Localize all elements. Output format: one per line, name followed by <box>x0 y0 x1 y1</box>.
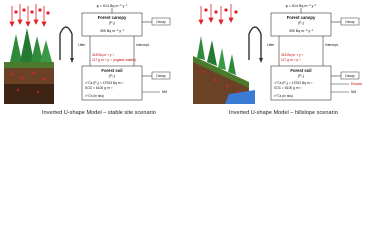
flux-value-1: 318 Bq m⁻² y⁻¹ <box>92 53 115 57</box>
slope-trees <box>197 36 236 75</box>
inverted-u-arrowhead <box>259 58 263 63</box>
canopy-decay-box <box>340 17 360 26</box>
nm-label: NM <box>162 90 167 94</box>
canopy-inventory: 395 Bq m⁻² y⁻¹ <box>289 29 314 33</box>
intercept-label: Intercept. <box>136 43 150 47</box>
soil-particles <box>10 71 46 93</box>
soil-soc: SOC = 8100 g m⁻² <box>85 86 113 90</box>
deep-soil-layer <box>4 84 54 104</box>
rain-arrows <box>198 4 238 25</box>
soil-cs-inventory: ¹³⁷Cs (P₂) = 19763 Bq m⁻² <box>274 81 313 85</box>
soil-decay-label: Decay <box>345 74 355 78</box>
soil-soc: SOC = 8100 g m⁻² <box>274 86 302 90</box>
soil-subtitle: (P₂) <box>298 74 304 78</box>
canopy-inventory: 395 Bq m⁻² y⁻¹ <box>100 29 125 33</box>
stable-site-caption: Inverted U-shape Model – stable site sce… <box>42 110 156 116</box>
flux-value-1: 318 Bq m⁻² y⁻¹ <box>281 53 304 57</box>
soil-title: Forest soil <box>290 68 311 73</box>
soil-title: Forest soil <box>101 68 122 73</box>
soil-subtitle: (P₂) <box>109 74 115 78</box>
canopy-title: Forest canopy <box>287 15 316 20</box>
soil-decay-box <box>151 71 171 80</box>
canopy-input-value: φ = 614 Bq m⁻² y⁻¹ <box>286 4 318 8</box>
flux-value-2: 117 g m⁻² y⁻¹ (organic matter) <box>92 58 136 62</box>
hillslope-surface <box>193 56 249 88</box>
soil-cs-inventory: ¹³⁷Cs (P₂) = 19763 Bq m⁻² <box>85 81 124 85</box>
erosion-label: Erosion <box>351 82 362 86</box>
litter-label: Litter <box>78 43 86 47</box>
stable-site-diagram: φ = 614 Bq m⁻² y⁻¹ Forest canopy (P₁) 39… <box>4 4 171 104</box>
canopy-decay-box <box>151 17 171 26</box>
forest-soil-box <box>81 65 143 101</box>
nm-label: NM <box>351 90 356 94</box>
stable-site-panel: φ = 614 Bq m⁻² y⁻¹ Forest canopy (P₁) 39… <box>0 0 189 119</box>
hillslope-soil <box>193 60 249 104</box>
canopy-input-value: φ = 614 Bq m⁻² y⁻¹ <box>97 4 129 8</box>
canopy-decay-label: Decay <box>156 20 166 24</box>
rain-arrows <box>9 4 50 27</box>
canopy-decay-label: Decay <box>345 20 355 24</box>
eroded-particles <box>201 70 241 94</box>
inverted-u-arrow <box>248 26 262 60</box>
canopy-title: Forest canopy <box>98 15 127 20</box>
flux-value-2: 117 g m⁻² y⁻¹ <box>281 58 302 62</box>
ground-surface <box>4 62 54 68</box>
forest-canopy-box <box>81 12 143 37</box>
soil-cs-in-situ: ¹³⁷Cs (in situ) <box>85 94 104 98</box>
litter-label: Litter <box>267 43 275 47</box>
forest-canopy-box <box>270 12 332 37</box>
forest-soil-box <box>270 65 332 101</box>
intercept-label: Intercept. <box>325 43 339 47</box>
stream-water <box>225 90 255 104</box>
hillslope-panel: φ = 614 Bq m⁻² y⁻¹ Forest canopy (P₁) 39… <box>189 0 378 119</box>
hillslope-caption: Inverted U-shape Model – hillslope scena… <box>229 110 338 116</box>
canopy-subtitle: (P₁) <box>109 21 115 25</box>
trees <box>10 28 52 62</box>
soil-cs-in-situ: ¹³⁷Cs (in situ) <box>274 94 293 98</box>
inverted-u-arrow <box>59 26 73 60</box>
soil-decay-box <box>340 71 360 80</box>
inverted-u-arrowhead <box>70 58 74 63</box>
hillslope-diagram: φ = 614 Bq m⁻² y⁻¹ Forest canopy (P₁) 39… <box>193 4 362 104</box>
soil-decay-label: Decay <box>156 74 166 78</box>
canopy-subtitle: (P₁) <box>298 21 304 25</box>
